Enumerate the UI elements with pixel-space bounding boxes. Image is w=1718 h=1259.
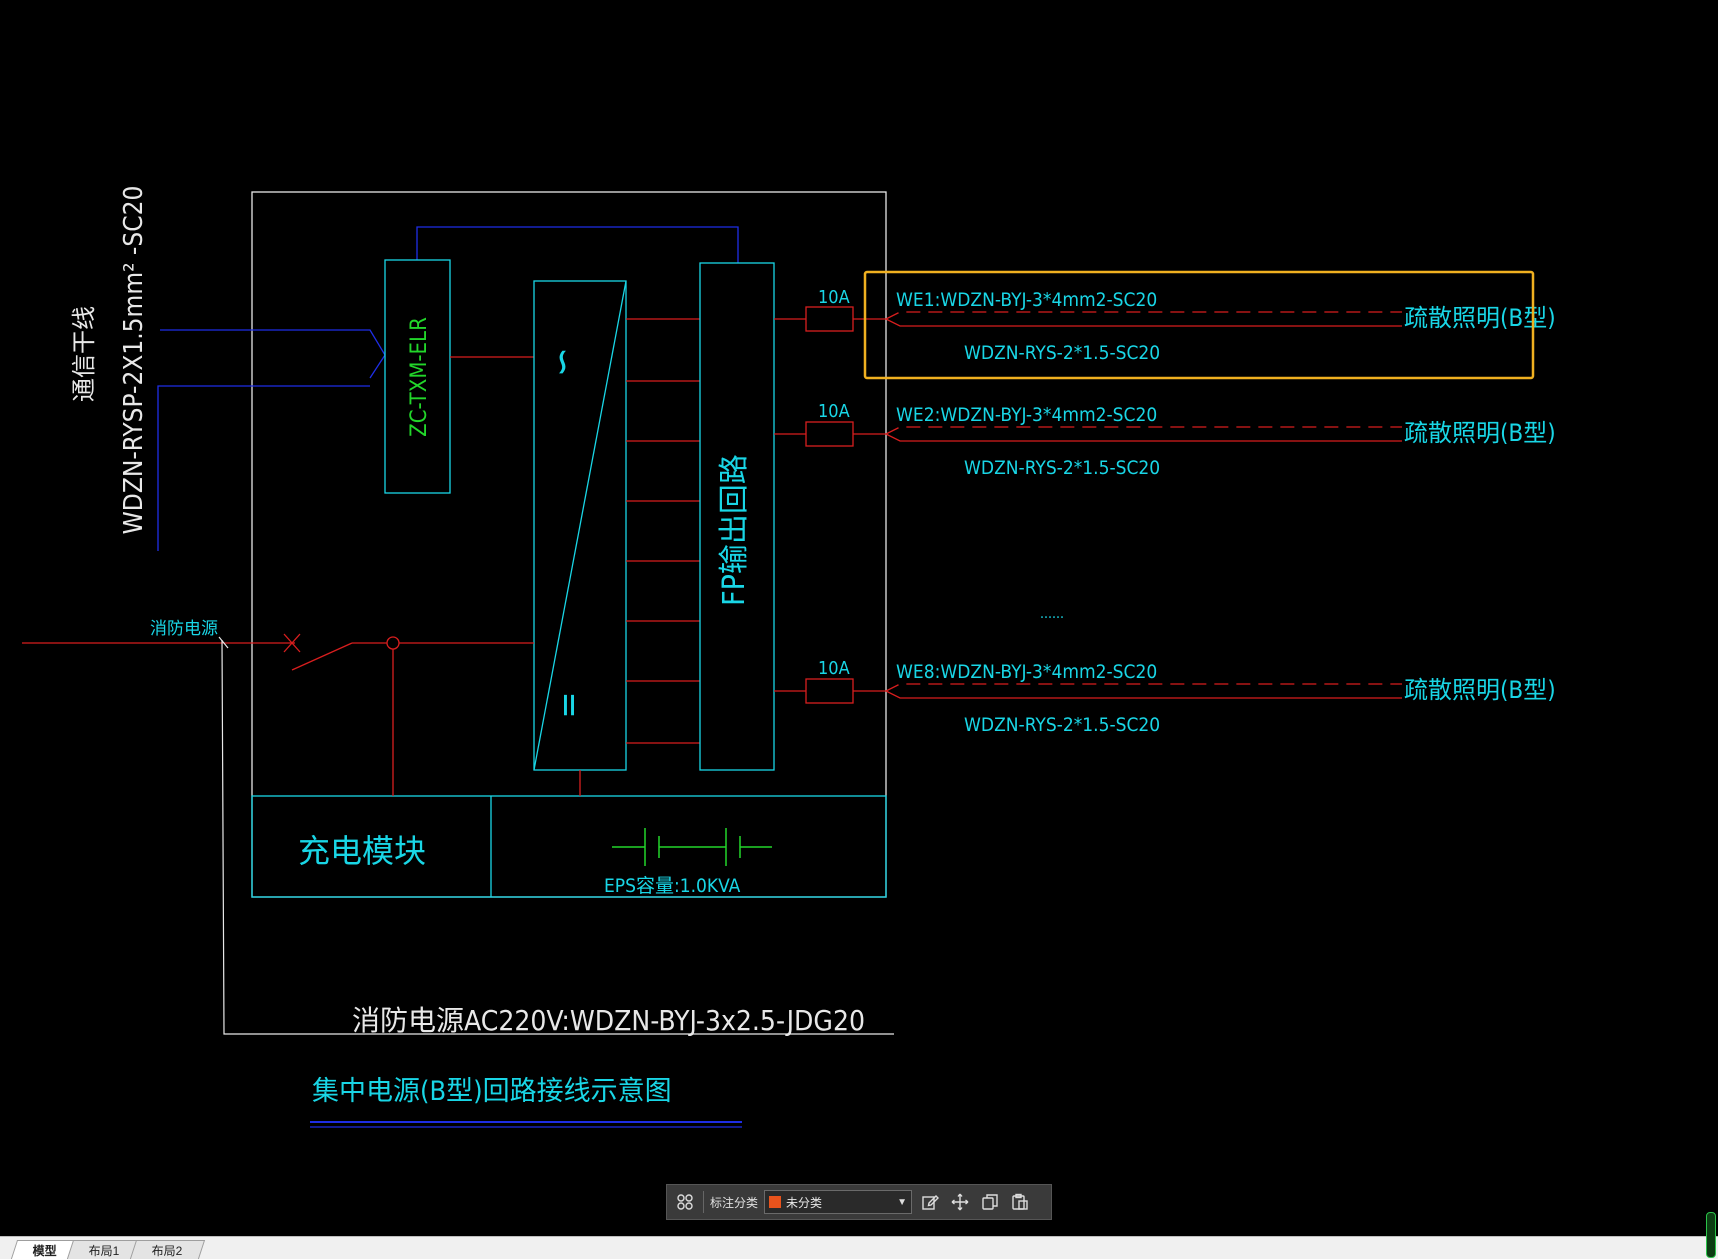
charging-compartment bbox=[251, 795, 887, 898]
breaker-fuse bbox=[805, 678, 854, 704]
breaker-rating: 10A bbox=[818, 401, 850, 422]
cad-drawing-canvas[interactable]: 通信干线 WDZN-RYSP-2X1.5mm² -SC20 ZC-TXM-ELR… bbox=[0, 0, 1718, 1232]
comm-trunk-wire-lower bbox=[157, 385, 370, 551]
fire-supply-leader bbox=[221, 639, 894, 1035]
fp-output-module[interactable] bbox=[699, 262, 775, 771]
circuit-row[interactable]: 10A WE8:WDZN-BYJ-3*4mm2-SC20 WDZN-RYS-2*… bbox=[774, 658, 1556, 736]
category-label: 标注分类 bbox=[710, 1195, 759, 1210]
comm-trunk-wire-upper bbox=[160, 329, 386, 379]
fire-supply-leader-tick bbox=[218, 636, 229, 649]
layout-tab-bar: 模型 布局1 布局2 bbox=[0, 1236, 1718, 1259]
eps-capacity-label: EPS容量:1.0KVA bbox=[604, 875, 741, 897]
scrollbar-handle[interactable] bbox=[1706, 1212, 1716, 1258]
breaker-rating: 10A bbox=[818, 658, 850, 679]
cable-comm-label: WDZN-RYS-2*1.5-SC20 bbox=[964, 714, 1160, 736]
paste-icon[interactable] bbox=[1008, 1190, 1032, 1214]
load-label: 疏散照明(B型) bbox=[1404, 676, 1556, 704]
cable-comm-label: WDZN-RYS-2*1.5-SC20 bbox=[964, 457, 1160, 479]
cable-main-label: WE2:WDZN-BYJ-3*4mm2-SC20 bbox=[896, 404, 1157, 426]
tab-label: 布局1 bbox=[88, 1243, 120, 1258]
selection-highlight[interactable] bbox=[863, 270, 1535, 380]
category-value: 未分类 bbox=[786, 1195, 823, 1210]
fire-supply-cable-label: 消防电源AC220V:WDZN-BYJ-3x2.5-JDG20 bbox=[352, 1004, 865, 1037]
inverter-output-wires bbox=[626, 318, 700, 744]
tab-label: 布局2 bbox=[151, 1243, 183, 1258]
fire-power-label: 消防电源 bbox=[150, 619, 218, 639]
category-color-swatch bbox=[769, 1196, 782, 1208]
category-select[interactable]: 未分类 ▼ bbox=[764, 1190, 913, 1214]
fp-output-label: FP输出回路 bbox=[717, 454, 752, 606]
breaker-fuse bbox=[805, 306, 854, 332]
load-label: 疏散照明(B型) bbox=[1404, 419, 1556, 447]
move-icon[interactable] bbox=[948, 1190, 972, 1214]
inverter-diagonal bbox=[533, 280, 627, 771]
chevron-down-icon: ▼ bbox=[897, 1196, 908, 1208]
tab-label: 模型 bbox=[32, 1243, 57, 1258]
cable-main-label: WE1:WDZN-BYJ-3*4mm2-SC20 bbox=[896, 289, 1157, 311]
cable-comm-label: WDZN-RYS-2*1.5-SC20 bbox=[964, 342, 1160, 364]
circuit-row[interactable]: 10A WE1:WDZN-BYJ-3*4mm2-SC20 WDZN-RYS-2*… bbox=[774, 287, 1556, 364]
cable-main-label: WE8:WDZN-BYJ-3*4mm2-SC20 bbox=[896, 661, 1157, 683]
charging-module-label: 充电模块 bbox=[298, 832, 426, 870]
circuit-ellipsis: ...... bbox=[1040, 606, 1064, 622]
comm-trunk-cable-label: WDZN-RYSP-2X1.5mm² -SC20 bbox=[119, 186, 149, 535]
junction-node bbox=[386, 636, 400, 650]
inverter-dc-symbol: = bbox=[548, 691, 589, 718]
breaker-x-mark bbox=[283, 633, 301, 653]
load-label: 疏散照明(B型) bbox=[1404, 304, 1556, 332]
diagram-title: 集中电源(B型)回路接线示意图 bbox=[312, 1076, 672, 1107]
comm-trunk-label: 通信干线 bbox=[70, 306, 98, 402]
battery-symbol bbox=[612, 828, 772, 866]
breaker-fuse bbox=[805, 421, 854, 447]
tab-layout2[interactable]: 布局2 bbox=[129, 1240, 205, 1259]
inverter-ac-symbol: ∽ bbox=[539, 347, 585, 377]
grid-icon[interactable] bbox=[673, 1190, 697, 1214]
toolbar-separator bbox=[703, 1191, 704, 1213]
comm-bus-top bbox=[416, 226, 739, 263]
edit-icon[interactable] bbox=[918, 1190, 942, 1214]
controller-label: ZC-TXM-ELR bbox=[407, 317, 432, 437]
copy-icon[interactable] bbox=[978, 1190, 1002, 1214]
controller-module[interactable] bbox=[384, 259, 451, 494]
switch-blade bbox=[291, 642, 353, 671]
annotation-toolbar: 标注分类 未分类 ▼ bbox=[666, 1184, 1052, 1220]
cabinet-outline bbox=[251, 191, 887, 898]
circuit-row[interactable]: 10A WE2:WDZN-BYJ-3*4mm2-SC20 WDZN-RYS-2*… bbox=[774, 401, 1556, 479]
breaker-rating: 10A bbox=[818, 287, 850, 308]
